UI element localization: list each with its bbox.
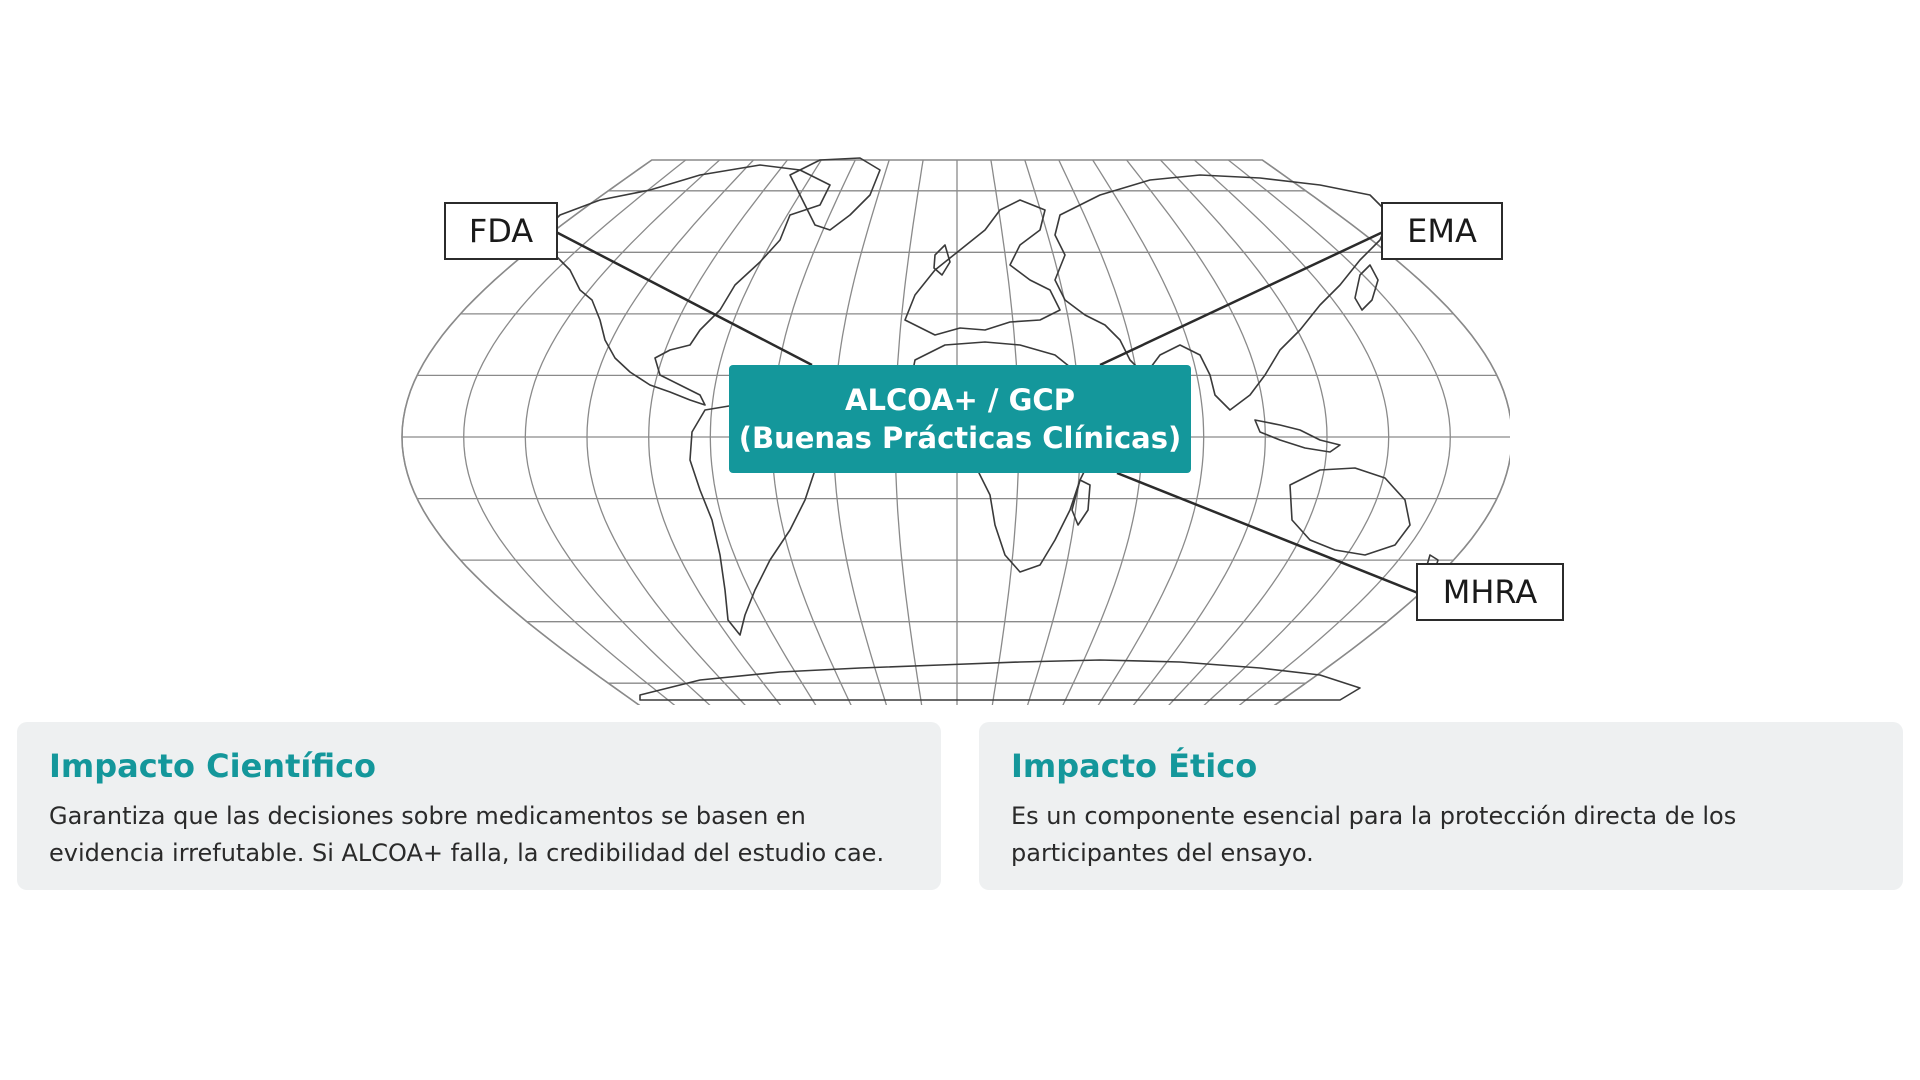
- island-uk: [933, 244, 951, 276]
- card-ethical-body: Es un componente esencial para la protec…: [1011, 802, 1737, 867]
- agency-mhra-label: MHRA: [1442, 573, 1538, 611]
- continent-greenland: [789, 157, 881, 231]
- agency-ema-box: EMA: [1381, 202, 1503, 260]
- connector-fda: [555, 230, 813, 367]
- connector-lines: [555, 230, 1419, 595]
- card-scientific-body: Garantiza que las decisiones sobre medic…: [49, 802, 885, 867]
- agency-fda-label: FDA: [468, 212, 534, 250]
- agency-mhra-box: MHRA: [1416, 563, 1564, 621]
- central-standard-box: ALCOA+ / GCP (Buenas Prácticas Clínicas): [729, 365, 1191, 473]
- card-ethical-title: Impacto Ético: [1011, 747, 1258, 785]
- connector-ema: [1099, 230, 1384, 367]
- continent-europe: [904, 199, 1061, 336]
- island-japan: [1354, 264, 1379, 311]
- card-scientific-title: Impacto Científico: [49, 747, 377, 785]
- agency-ema-label: EMA: [1407, 212, 1477, 250]
- agency-fda-box: FDA: [444, 202, 558, 260]
- continent-antarctica: [639, 659, 1361, 701]
- islands-indonesia: [1254, 419, 1341, 453]
- central-subtitle: (Buenas Prácticas Clínicas): [738, 421, 1182, 455]
- card-ethical-impact: Impacto Ético Es un componente esencial …: [979, 722, 1903, 890]
- island-madagascar: [1071, 479, 1091, 526]
- card-scientific-impact: Impacto Científico Garantiza que las dec…: [17, 722, 941, 890]
- continent-north-america: [539, 164, 831, 406]
- connector-mhra: [1116, 471, 1419, 595]
- central-title: ALCOA+ / GCP: [845, 383, 1075, 417]
- map-outline: [401, 159, 1510, 705]
- continent-asia: [1054, 174, 1391, 411]
- continent-australia: [1289, 467, 1411, 556]
